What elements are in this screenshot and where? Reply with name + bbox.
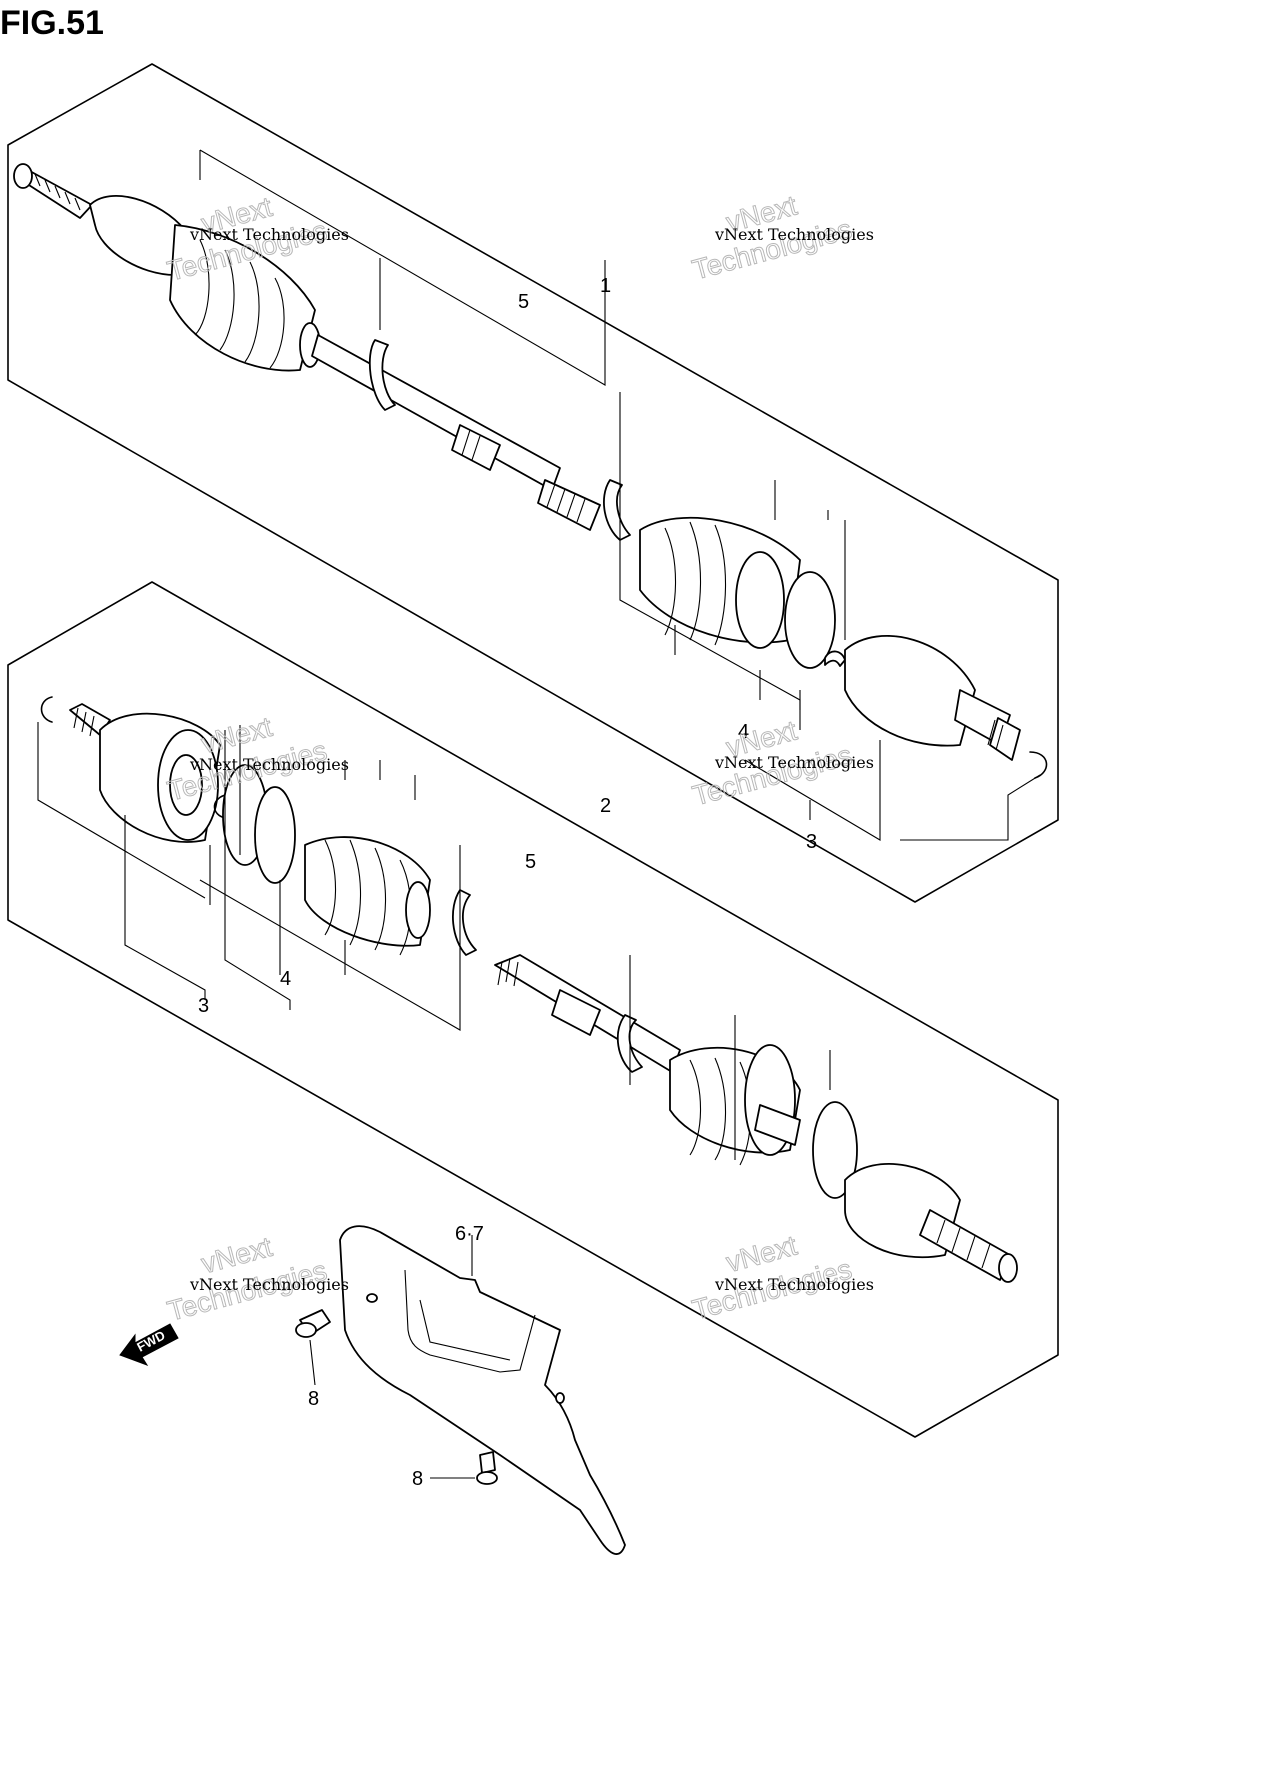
bolt-upper	[295, 1309, 331, 1386]
watermark-text-1: vNext Technologies	[189, 225, 349, 244]
callout-4-upper: 4	[738, 721, 749, 743]
callout-4-lower: 4	[280, 968, 291, 990]
callout-5-lower: 5	[525, 851, 536, 873]
callout-5-upper: 5	[518, 291, 529, 313]
heat-shield	[339, 1225, 626, 1555]
watermark-text-4: vNext Technologies	[714, 753, 874, 772]
watermark-text-3: vNext Technologies	[189, 755, 349, 774]
upper-axle-shaft	[13, 163, 1048, 841]
callout-3-upper: 3	[806, 831, 817, 853]
callout-2: 2	[600, 795, 611, 817]
callout-3-lower: 3	[198, 995, 209, 1017]
assembly-1-frame	[7, 63, 1059, 903]
upper-leaders	[199, 149, 881, 841]
watermark-text-6: vNext Technologies	[714, 1275, 874, 1294]
callout-6-7: 6·7	[455, 1223, 484, 1245]
lower-axle-shaft	[40, 696, 1018, 1283]
watermark-text-2: vNext Technologies	[714, 225, 874, 244]
callout-8-lower: 8	[412, 1468, 423, 1490]
lower-leaders	[37, 722, 831, 1160]
bolt-lower	[430, 1451, 498, 1485]
callout-8-upper: 8	[308, 1388, 319, 1410]
callout-1: 1	[600, 275, 611, 297]
watermark-text-5: vNext Technologies	[189, 1275, 349, 1294]
figure-title: FIG.51	[0, 4, 104, 42]
assembly-2-frame	[7, 581, 1059, 1438]
fwd-arrow-icon: FWD	[119, 1323, 179, 1366]
